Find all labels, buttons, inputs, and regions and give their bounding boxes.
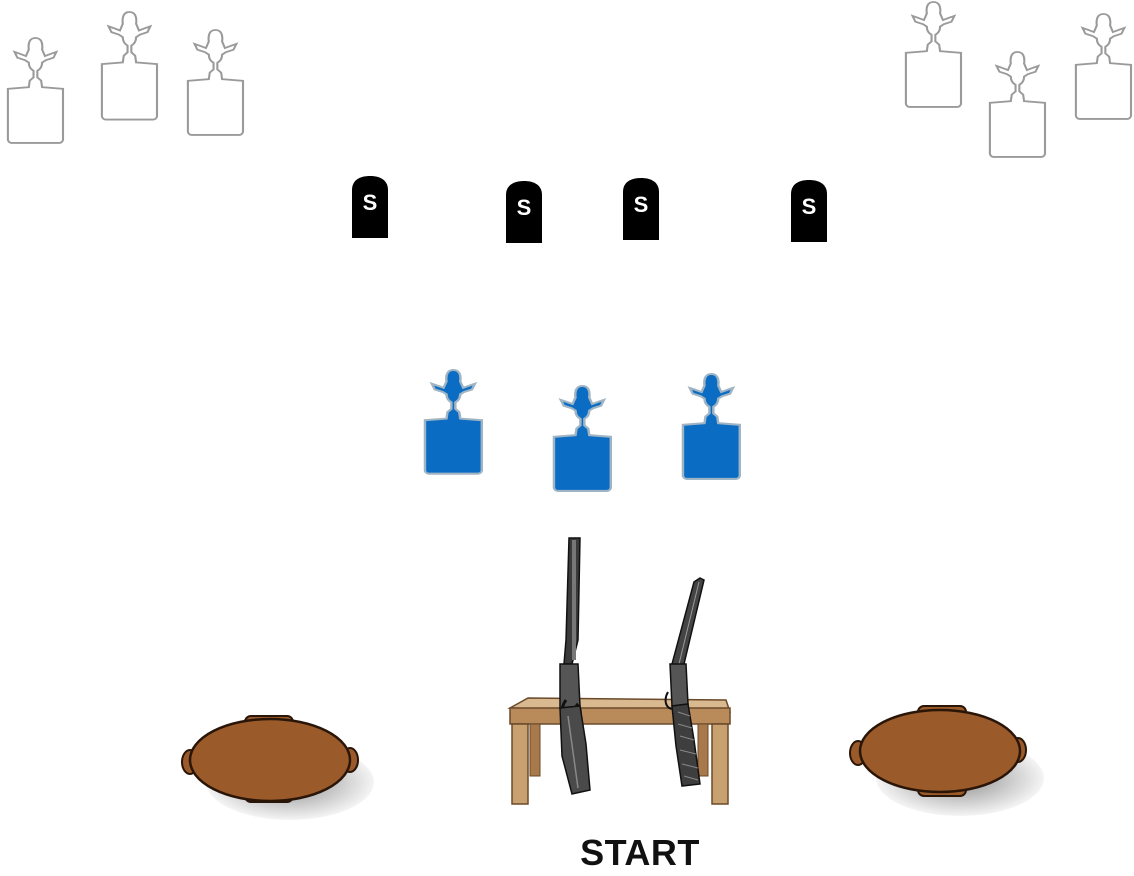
plate-letter: S bbox=[363, 190, 378, 215]
pistol-targets bbox=[423, 368, 742, 493]
cowboy-silhouette-outline-icon bbox=[904, 0, 963, 109]
table-icon bbox=[507, 697, 732, 805]
knockdown-plate-s-icon: S bbox=[791, 180, 827, 242]
knockdown-plate-s-icon: S bbox=[623, 178, 659, 240]
cowboy-silhouette-filled-icon bbox=[681, 372, 742, 481]
rifle-targets-right bbox=[904, 0, 1133, 159]
plate-letter: S bbox=[802, 194, 817, 219]
rifle-targets-left bbox=[6, 10, 245, 145]
knockdown-plate-s-icon: S bbox=[506, 181, 542, 243]
shotgun-plates: S S S S bbox=[352, 176, 827, 243]
cowboy-silhouette-filled-icon bbox=[552, 384, 613, 493]
cowboy-silhouette-outline-icon bbox=[186, 28, 245, 137]
knockdown-plate-s-icon: S bbox=[352, 176, 388, 238]
cowboy-silhouette-outline-icon bbox=[6, 36, 65, 145]
start-label: START bbox=[580, 832, 700, 873]
shotgun-icon bbox=[664, 577, 705, 787]
barrel-left bbox=[181, 715, 374, 820]
plate-letter: S bbox=[517, 195, 532, 220]
cowboy-silhouette-filled-icon bbox=[423, 368, 484, 475]
cowboy-silhouette-outline-icon bbox=[988, 50, 1047, 159]
barrel-right bbox=[849, 705, 1044, 816]
cowboy-silhouette-outline-icon bbox=[100, 10, 159, 121]
cowboy-silhouette-outline-icon bbox=[1074, 12, 1133, 121]
rifle-icon bbox=[559, 537, 591, 795]
plate-letter: S bbox=[634, 192, 649, 217]
